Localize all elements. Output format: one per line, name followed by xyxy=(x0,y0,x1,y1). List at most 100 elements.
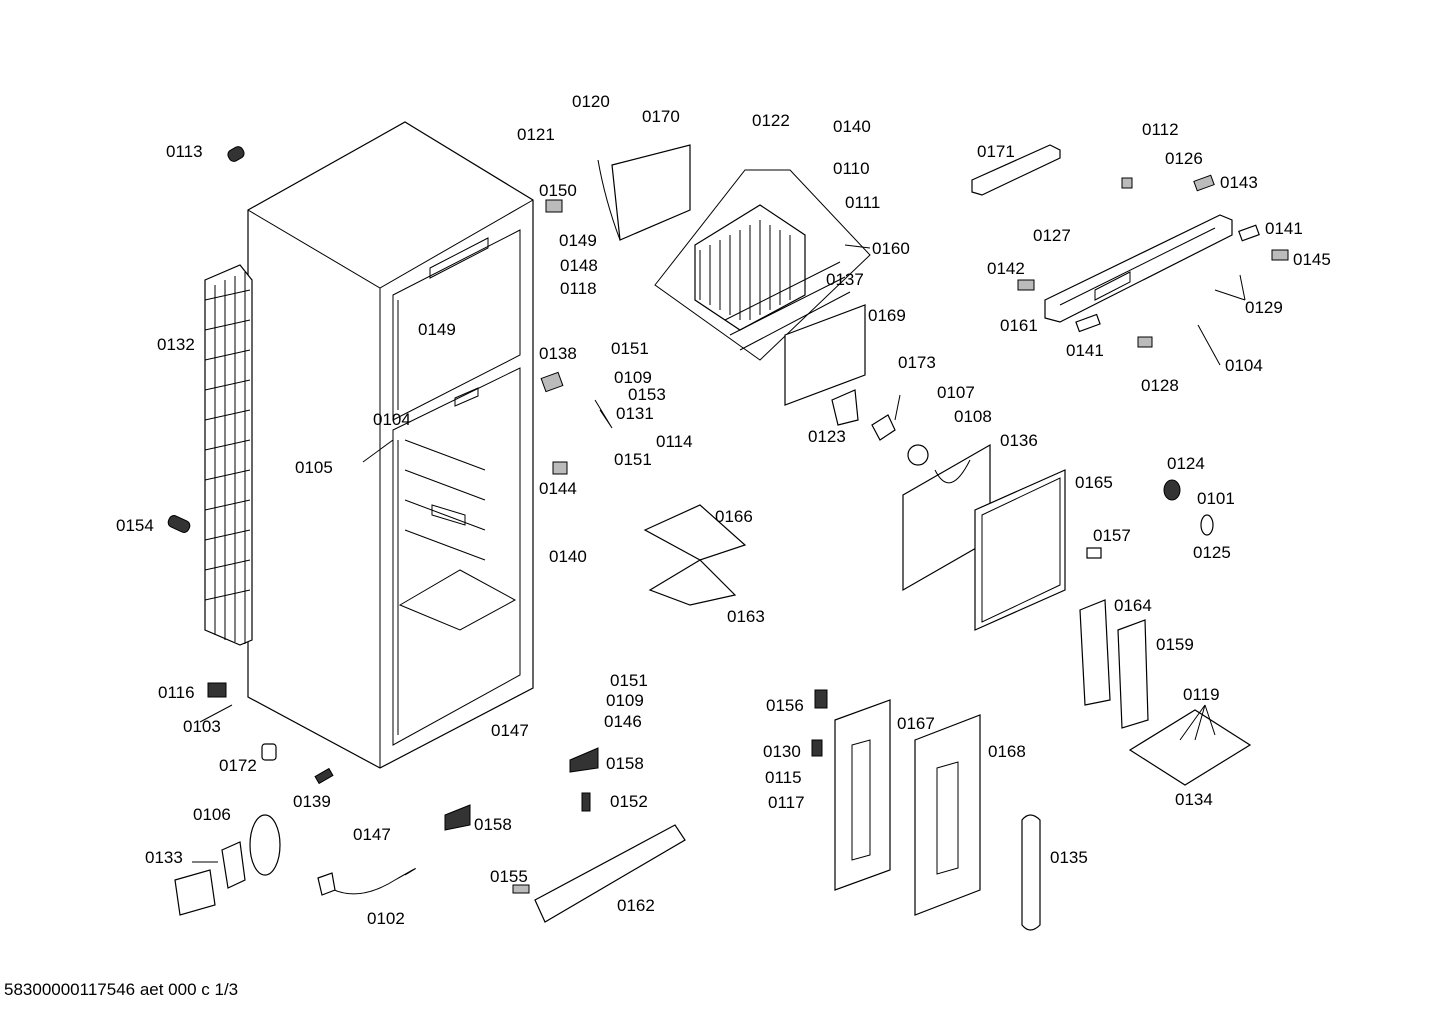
label-0160: 0160 xyxy=(872,239,910,258)
label-0115: 0115 xyxy=(765,768,802,787)
label-0103: 0103 xyxy=(183,717,221,736)
cable-0170 xyxy=(597,159,621,241)
label-0129: 0129 xyxy=(1245,298,1283,317)
evaporator-drawing xyxy=(654,169,871,361)
duct-0163 xyxy=(648,559,737,606)
label-0116: 0116 xyxy=(158,683,195,702)
label-0107: 0107 xyxy=(937,383,975,402)
part-0128 xyxy=(1137,336,1153,348)
plug-0102 xyxy=(317,872,336,896)
part-0138 xyxy=(540,371,564,393)
label-0101: 0101 xyxy=(1197,489,1235,508)
label-0122: 0122 xyxy=(752,111,790,130)
label-0133: 0133 xyxy=(145,848,183,867)
label-0127: 0127 xyxy=(1033,226,1071,245)
label-0120: 0120 xyxy=(572,92,610,111)
label-0105: 0105 xyxy=(295,458,333,477)
bracket-0133 xyxy=(221,841,246,889)
label-0166: 0166 xyxy=(715,507,753,526)
label-0111: 0111 xyxy=(845,193,880,212)
label-0104b: 0104 xyxy=(373,410,411,429)
label-0172: 0172 xyxy=(219,756,257,775)
label-0151c: 0151 xyxy=(610,671,648,690)
part-0154 xyxy=(167,515,191,533)
label-0118: 0118 xyxy=(560,279,597,298)
label-0145: 0145 xyxy=(1293,250,1331,269)
part-0108 xyxy=(907,444,929,466)
label-0141a: 0141 xyxy=(1265,219,1303,238)
label-0151a: 0151 xyxy=(611,339,649,358)
label-0108: 0108 xyxy=(954,407,992,426)
label-0149a: 0149 xyxy=(559,231,597,250)
part-0145 xyxy=(1271,249,1289,261)
part-0155 xyxy=(512,884,530,894)
part-0158b xyxy=(569,747,599,773)
duct-0166 xyxy=(643,504,747,561)
label-0163: 0163 xyxy=(727,607,765,626)
label-0147b: 0147 xyxy=(353,825,391,844)
label-0119: 0119 xyxy=(1183,685,1220,704)
label-0158a: 0158 xyxy=(606,754,644,773)
label-0112: 0112 xyxy=(1142,120,1179,139)
label-0170: 0170 xyxy=(642,107,680,126)
label-0140a: 0140 xyxy=(833,117,871,136)
part-0158a xyxy=(444,804,471,831)
label-0149b: 0149 xyxy=(418,320,456,339)
label-0150: 0150 xyxy=(539,181,577,200)
cabinet-drawing xyxy=(247,121,534,769)
part-0112 xyxy=(1121,177,1133,189)
part-0130 xyxy=(811,739,823,757)
part-0141b xyxy=(1075,313,1101,333)
part-0144 xyxy=(552,461,568,475)
plate-0134 xyxy=(1128,709,1252,786)
handle-0135 xyxy=(1021,814,1041,931)
label-0137: 0137 xyxy=(826,270,864,289)
label-0142: 0142 xyxy=(987,259,1025,278)
part-0141a xyxy=(1238,224,1260,242)
part-0143 xyxy=(1193,174,1215,192)
leader-lines xyxy=(192,244,1246,863)
label-0109a: 0109 xyxy=(614,368,652,387)
label-0106: 0106 xyxy=(193,805,231,824)
label-0102: 0102 xyxy=(367,909,405,928)
part-0173 xyxy=(871,414,896,441)
part-0157 xyxy=(1086,547,1102,559)
label-0164: 0164 xyxy=(1114,596,1152,615)
label-0173: 0173 xyxy=(898,353,936,372)
label-0124: 0124 xyxy=(1167,454,1205,473)
label-0154: 0154 xyxy=(116,516,154,535)
bracket-0170 xyxy=(611,144,691,241)
label-0140b: 0140 xyxy=(549,547,587,566)
shelf-0164 xyxy=(1079,599,1111,706)
part-0172 xyxy=(261,743,277,761)
label-0144: 0144 xyxy=(539,479,577,498)
label-0136: 0136 xyxy=(1000,431,1038,450)
part-0116 xyxy=(207,682,227,698)
motor-0133 xyxy=(174,869,216,916)
part-0152 xyxy=(581,792,591,812)
document-id-footer: 58300000117546 aet 000 c 1/3 xyxy=(4,980,239,999)
part-0113 xyxy=(227,146,245,162)
door-panel-0167 xyxy=(834,699,891,891)
label-0156: 0156 xyxy=(766,696,804,715)
rear-panels-drawing xyxy=(902,443,1066,631)
control-panel-drawing xyxy=(971,144,1233,323)
condenser-drawing xyxy=(204,264,253,646)
label-0113: 0113 xyxy=(166,142,203,161)
part-0150 xyxy=(545,199,563,213)
label-0171: 0171 xyxy=(977,142,1015,161)
shelf-0159 xyxy=(1117,619,1149,729)
label-0109b: 0109 xyxy=(606,691,644,710)
label-0117: 0117 xyxy=(768,793,805,812)
label-0131: 0131 xyxy=(616,404,654,423)
label-0152: 0152 xyxy=(610,792,648,811)
label-0159: 0159 xyxy=(1156,635,1194,654)
label-0121: 0121 xyxy=(517,125,555,144)
label-0123: 0123 xyxy=(808,427,846,446)
label-0161: 0161 xyxy=(1000,316,1038,335)
plate-0169 xyxy=(784,304,866,406)
label-0151b: 0151 xyxy=(614,450,652,469)
power-cord-0102 xyxy=(324,868,416,895)
fan-0106 xyxy=(249,814,281,876)
part-0123 xyxy=(831,389,859,426)
